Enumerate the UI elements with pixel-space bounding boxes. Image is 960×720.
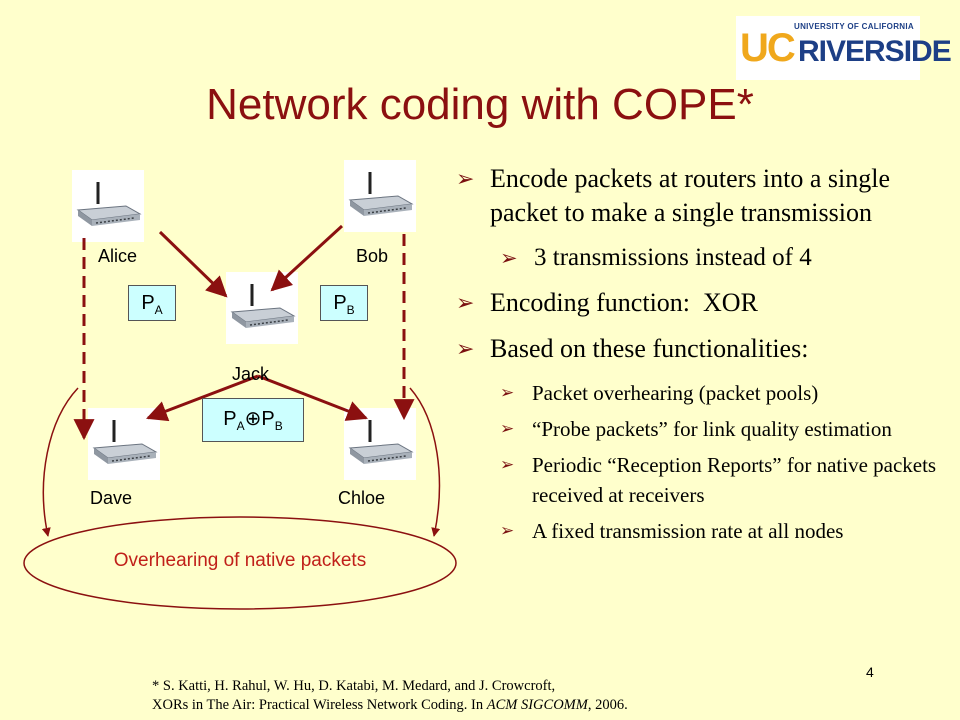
packet-pa-p: P: [141, 292, 155, 314]
bullet-list: ➢ Encode packets at routers into a single…: [456, 162, 946, 552]
packet-xor-p1: P: [223, 408, 237, 430]
node-label-alice: Alice: [98, 246, 138, 266]
ucr-logo: UNIVERSITY OF CALIFORNIA UC RIVERSIDE: [736, 16, 952, 80]
bullet-item: ➢ Encoding function: XOR: [456, 286, 946, 320]
bullet-arrow-icon: ➢: [500, 455, 515, 474]
bullet-arrow-icon: ➢: [500, 246, 518, 270]
arrow-alice-to-jack: [158, 230, 228, 298]
cope-diagram: [23, 158, 457, 610]
footnote-suffix: , 2006.: [587, 697, 628, 713]
bullet-arrow-icon: ➢: [456, 336, 475, 361]
bullet-arrow-icon: ➢: [500, 419, 515, 438]
router-bob-icon: [342, 158, 418, 234]
bullet-arrow-icon: ➢: [456, 166, 475, 191]
arrow-bob-to-jack: [270, 224, 344, 292]
footnote-line-2: XORs in The Air: Practical Wireless Netw…: [152, 696, 628, 715]
node-label-dave: Dave: [90, 488, 133, 508]
packet-xor-box: PA⊕PB: [202, 398, 304, 442]
footnote-line-1: * S. Katti, H. Rahul, W. Hu, D. Katabi, …: [152, 678, 556, 694]
packet-xor-sub1: A: [236, 419, 245, 433]
packet-pa-sub: A: [154, 303, 163, 317]
bullet-text: “Probe packets” for link quality estimat…: [532, 417, 892, 441]
router-alice-icon: [70, 168, 146, 244]
bullet-item: ➢ Packet overhearing (packet pools): [456, 378, 946, 408]
overhearing-ellipse: [23, 516, 457, 610]
packet-pb-p: P: [333, 292, 347, 314]
bullet-arrow-icon: ➢: [500, 521, 515, 540]
bullet-arrow-icon: ➢: [456, 290, 475, 315]
xor-operator: ⊕: [244, 408, 262, 430]
bullet-item: ➢ Based on these functionalities:: [456, 332, 946, 366]
bullet-text: Periodic “Reception Reports” for native …: [532, 453, 937, 507]
bullet-text: Packet overhearing (packet pools): [532, 381, 819, 405]
arrow-jack-to-chloe: [257, 374, 368, 421]
logo-uc-text: UC: [740, 26, 796, 70]
node-label-bob: Bob: [356, 246, 389, 266]
page-number: 4: [866, 664, 874, 680]
footnote: * S. Katti, H. Rahul, W. Hu, D. Katabi, …: [152, 677, 628, 715]
footnote-prefix: XORs in The Air: Practical Wireless Netw…: [152, 697, 487, 713]
bullet-item: ➢ “Probe packets” for link quality estima…: [456, 414, 946, 444]
logo-top-text: UNIVERSITY OF CALIFORNIA: [794, 22, 914, 31]
node-label-jack: Jack: [232, 364, 270, 384]
bullet-text: Based on these functionalities:: [490, 334, 809, 363]
node-label-chloe: Chloe: [338, 488, 386, 508]
router-chloe-icon: [342, 406, 418, 482]
packet-xor-p2: P: [261, 408, 275, 430]
curve-arrow-left: [41, 387, 79, 537]
footnote-venue: ACM SIGCOMM: [486, 697, 588, 713]
bullet-text: A fixed transmission rate at all nodes: [532, 519, 844, 543]
router-jack-icon: [224, 270, 300, 346]
packet-xor-sub2: B: [274, 419, 283, 433]
bullet-text: 3 transmissions instead of 4: [534, 244, 812, 271]
arrow-jack-to-dave: [146, 374, 259, 422]
bullet-text: Encode packets at routers into a single …: [490, 164, 890, 227]
bullet-item: ➢ Periodic “Reception Reports” for native…: [456, 450, 946, 510]
packet-pa-box: PA: [128, 285, 176, 321]
bullet-text: Encoding function: XOR: [490, 288, 758, 317]
bullet-item: ➢ Encode packets at routers into a single…: [456, 162, 946, 230]
packet-pb-sub: B: [346, 303, 355, 317]
logo-riverside-text: RIVERSIDE: [798, 35, 952, 68]
bullet-arrow-icon: ➢: [500, 383, 515, 402]
slide-title: Network coding with COPE*: [206, 80, 754, 129]
bullet-item: ➢ A fixed transmission rate at all nodes: [456, 516, 946, 546]
bullet-item: ➢ 3 transmissions instead of 4: [456, 242, 946, 274]
packet-pb-box: PB: [320, 285, 368, 321]
overhearing-label: Overhearing of native packets: [113, 550, 367, 571]
curve-arrow-right: [409, 387, 441, 537]
